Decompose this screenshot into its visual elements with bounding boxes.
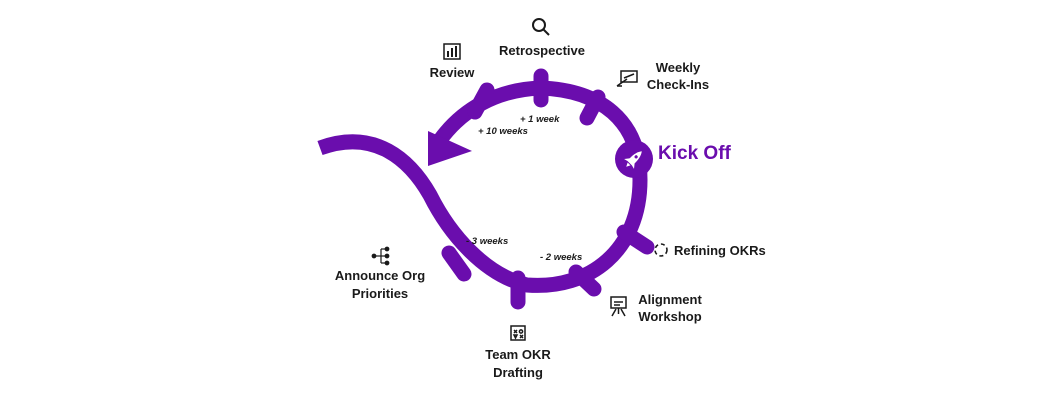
alignment-label-line1: Alignment	[638, 292, 702, 307]
drafting-label-line1: Team OKR	[485, 347, 551, 362]
presentation-hand-icon	[616, 70, 638, 87]
weekly-label-line1: Weekly	[656, 60, 701, 75]
kickoff-label: Kick Off	[658, 143, 732, 164]
tick-announce-priorities	[441, 245, 472, 282]
tick-refining-okrs	[616, 224, 655, 255]
milestone-ticks	[441, 68, 655, 310]
review-label: Review	[430, 65, 476, 80]
tick-alignment-workshop	[568, 264, 602, 297]
announce-label-line2: Priorities	[352, 286, 408, 301]
alignment-label-line2: Workshop	[638, 309, 701, 324]
tick-weekly-checkins	[579, 89, 606, 126]
bar-chart-icon	[443, 43, 461, 60]
dotted-circle-icon	[654, 243, 668, 257]
offset-minus-2-weeks: - 2 weeks	[540, 252, 582, 263]
offset-plus-1-week: + 1 week	[520, 114, 560, 125]
cycle-arrowhead	[428, 131, 472, 166]
hierarchy-icon	[371, 246, 390, 266]
brainstorm-board-icon	[510, 325, 526, 341]
offset-plus-10-weeks: + 10 weeks	[478, 126, 528, 137]
announce-label-line1: Announce Org	[335, 268, 425, 283]
easel-chart-icon	[610, 296, 627, 317]
tick-review	[467, 82, 495, 120]
weekly-label-line2: Check-Ins	[647, 77, 709, 92]
retrospective-label: Retrospective	[499, 43, 585, 58]
refining-label: Refining OKRs	[674, 243, 766, 258]
magnifier-icon	[532, 18, 550, 36]
drafting-label-line2: Drafting	[493, 365, 543, 380]
offset-minus-3-weeks: - 3 weeks	[466, 236, 508, 247]
